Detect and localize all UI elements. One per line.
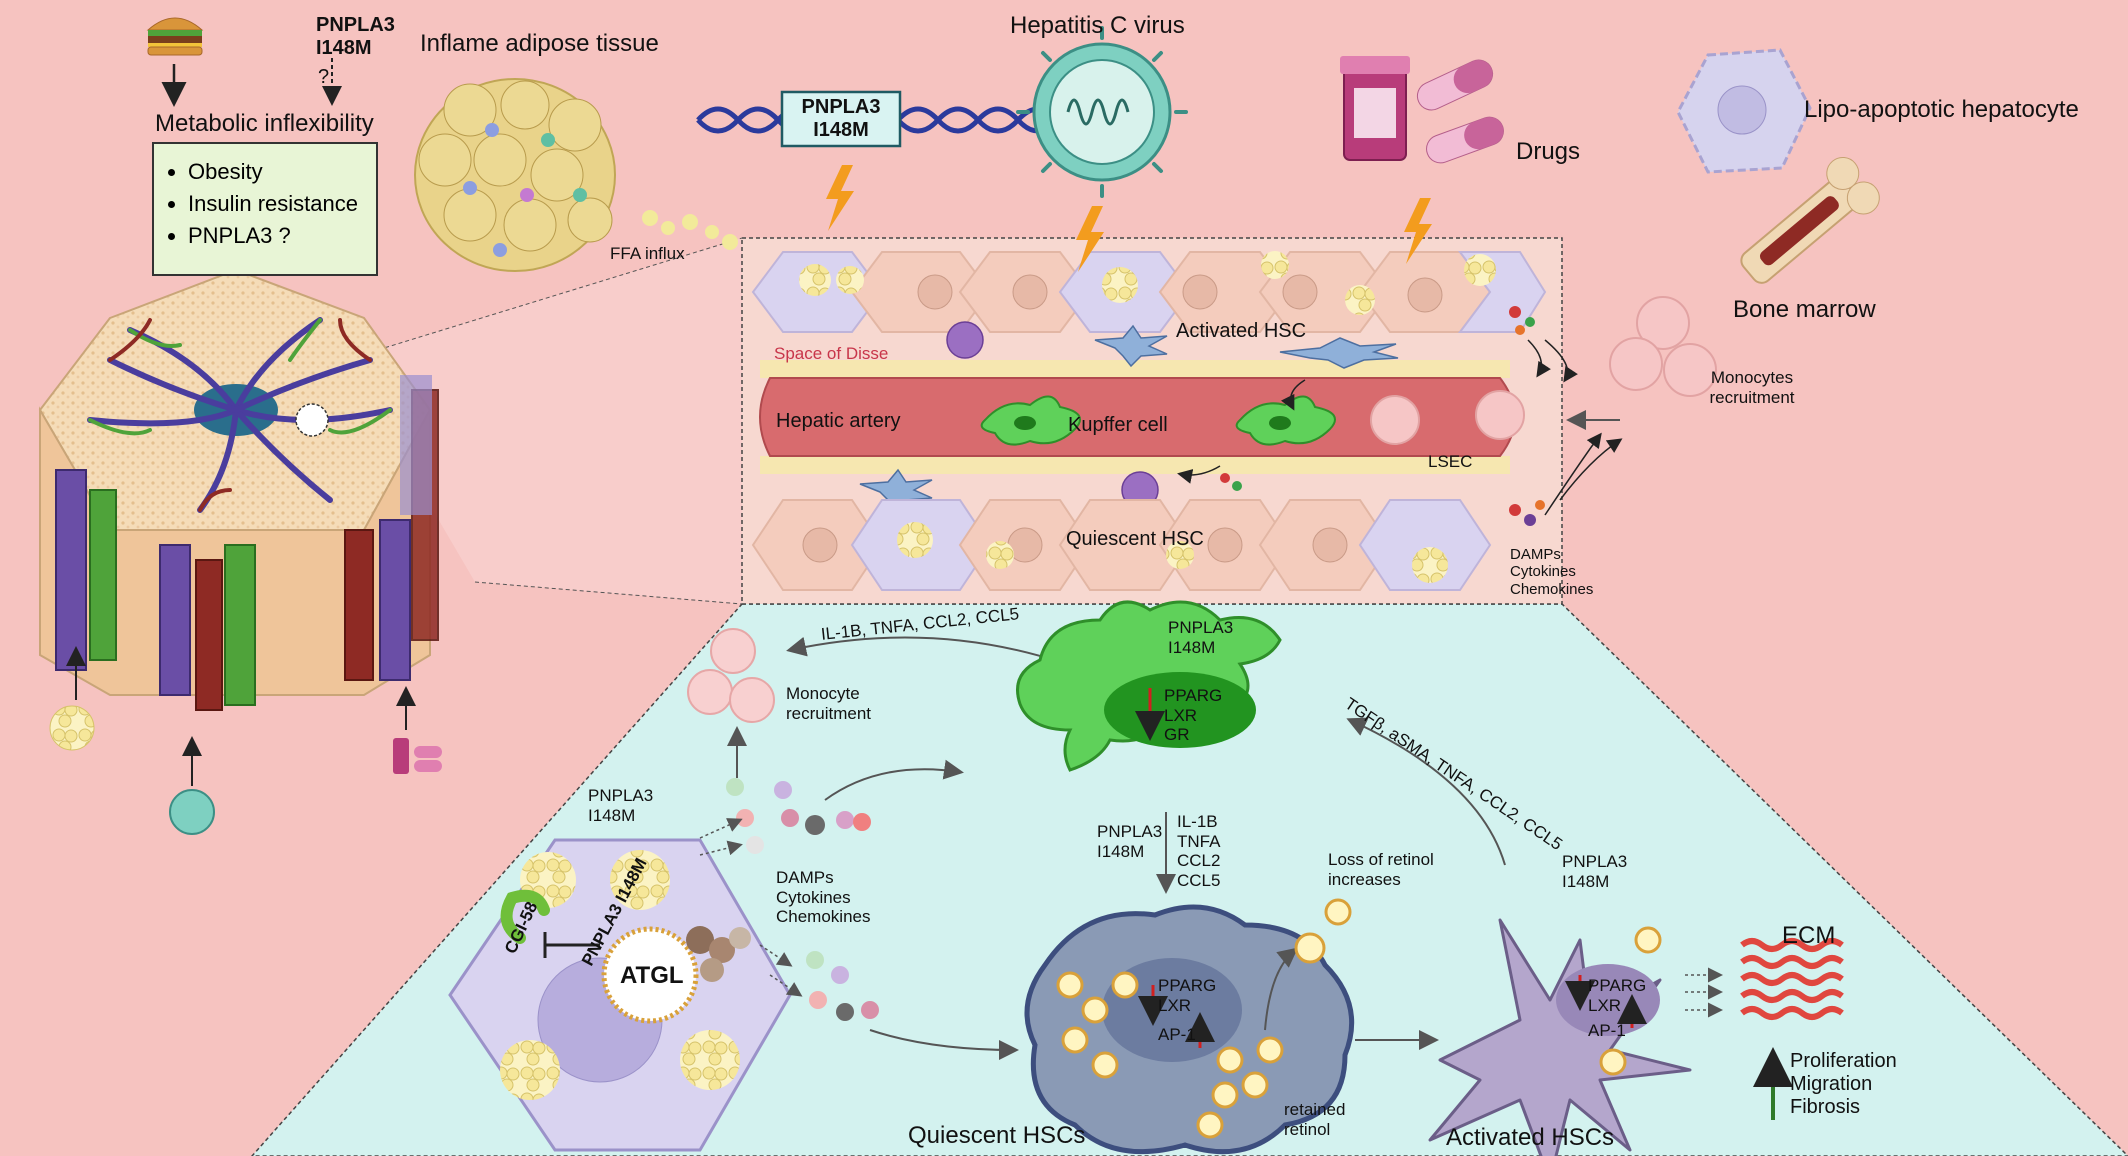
condition-item: Insulin resistance [188,188,366,220]
zoom-marker [295,403,329,437]
adipose-tissue [414,78,616,272]
zoom-projection [345,238,742,604]
lsec-label: LSEC [1428,452,1473,471]
monocyte-icon-2 [1609,337,1663,391]
atgl-label: ATGL [620,962,684,989]
liver-lobule [38,268,439,711]
question-mark: ? [318,66,330,88]
lightning-icon-3 [1404,198,1432,264]
condition-item: Obesity [188,156,366,188]
virus-small-icon [169,789,215,835]
monocyte-icon-1 [1636,296,1690,350]
ecm-fibers [1740,938,1844,1020]
upper-hepatocytes [751,251,1547,333]
activated-hsc-label: Activated HSC [1176,320,1307,342]
cgi58-protein [500,889,550,944]
metabolic-inflexibility-label: Metabolic inflexibility [155,110,374,137]
burger-icon [146,17,204,56]
lightning-icon-2 [1076,206,1104,272]
ecm-label: ECM [1782,922,1836,949]
kupffer-cell-label: Kupffer cell [1068,414,1168,436]
conditions-box: Obesity Insulin resistance PNPLA3 ? [152,142,378,276]
monocyte-recruit-1 [710,628,756,674]
hcv-label: Hepatitis C virus [1010,12,1185,39]
adipose-label: Inflame adipose tissue [420,30,659,57]
steatotic-hepatocyte [448,838,792,1152]
atgl-lipid-droplet [601,926,699,1024]
drugs-label: Drugs [1516,138,1581,165]
lower-hepatocytes [751,499,1492,591]
kupffer-cell-large [1016,600,1282,772]
activated-hscs-title: Activated HSCs [1446,1124,1615,1151]
lipo-apoptotic-hepatocyte-icon [1676,48,1812,174]
lipo-apoptotic-label: Lipo-apoptotic hepatocyte [1804,96,2079,123]
activated-hsc-cell [1428,918,1692,1156]
sinusoid-panel [741,237,1578,605]
lipid-droplet-icon [49,705,95,751]
activated-hsc-upper [1094,324,1168,368]
quiescent-hscs-title: Quiescent HSCs [908,1122,1086,1149]
macrophage-upper [946,321,984,359]
retinol-droplet-released [1294,932,1326,964]
drug-small-icon [393,738,409,774]
hepatic-artery-label: Hepatic artery [776,410,901,432]
condition-item: PNPLA3 ? [188,220,366,252]
ffa-influx-label: FFA influx [610,244,685,263]
space-of-disse-label: Space of Disse [774,344,889,363]
damps-particles [699,778,879,1021]
quiescent-hsc-cell [1024,904,1355,1155]
quiescent-hsc-label: Quiescent HSC [1066,528,1204,550]
bone-marrow-icon [1740,156,1880,284]
lightning-icon-1 [826,165,854,231]
bone-marrow-label: Bone marrow [1733,296,1876,323]
monocyte-icon-3 [1663,343,1717,397]
drugs-icon [1340,56,1504,164]
hepatitis-c-virus-icon [1016,26,1188,198]
